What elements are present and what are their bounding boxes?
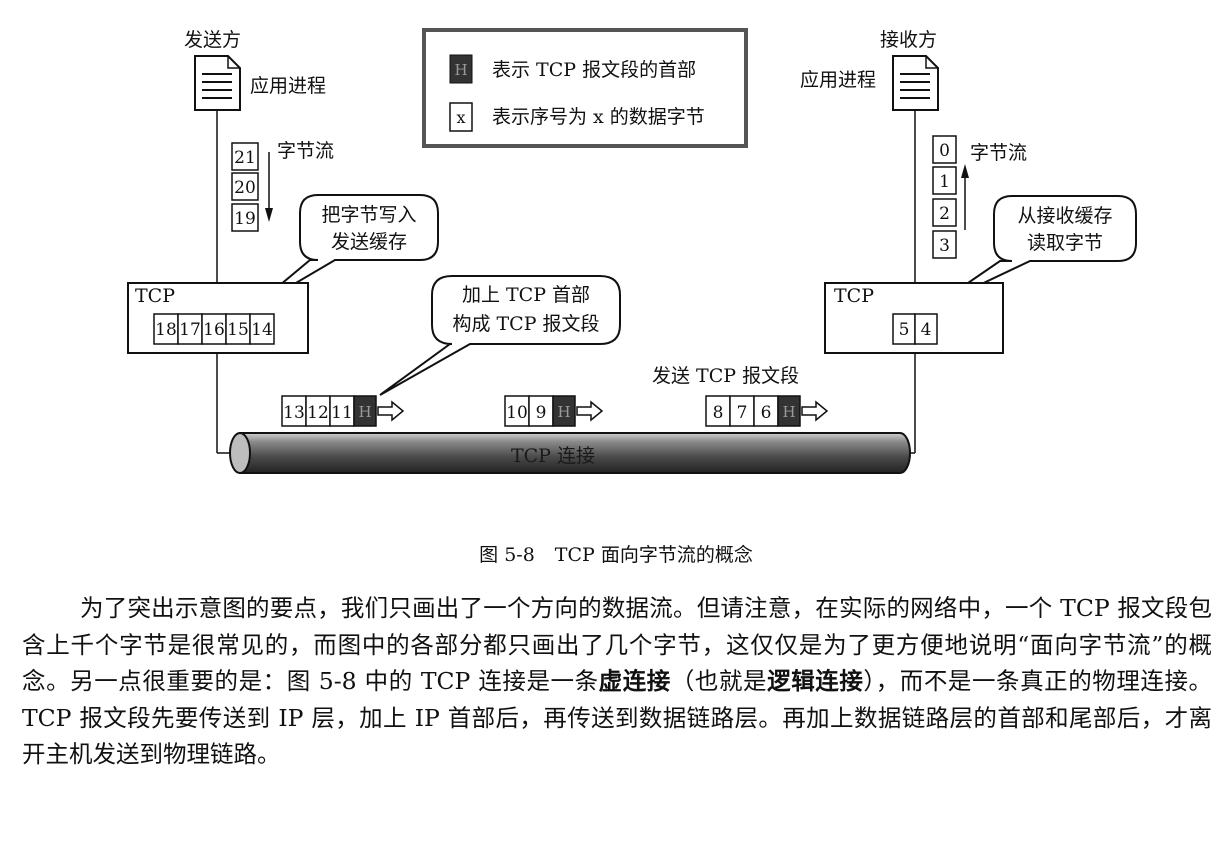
middle-bubble-line1: 加上 TCP 首部 <box>462 284 590 306</box>
receiver-buffer: 5 4 <box>892 313 938 345</box>
figure-caption: 图 5-8 TCP 面向字节流的概念 <box>0 540 1232 567</box>
legend-header-mark: H <box>454 61 467 79</box>
sender-tcp-label: TCP <box>135 285 175 307</box>
receiver-title: 接收方 <box>880 29 937 51</box>
body-paragraph: 为了突出示意图的要点，我们只画出了一个方向的数据流。但请注意，在实际的网络中，一… <box>22 590 1212 773</box>
segment-byte: 11 <box>331 403 353 423</box>
segment-byte-cell <box>329 395 355 427</box>
tcp-byte-stream-diagram: 发送方 应用进程 21 20 19 字节流 把字节写入 发送缓存 TCP 18 … <box>127 28 1137 474</box>
segment-byte: 6 <box>761 403 772 423</box>
receiver-app-label: 应用进程 <box>800 69 876 91</box>
sender-title: 发送方 <box>184 29 241 51</box>
send-segment-label: 发送 TCP 报文段 <box>652 365 799 387</box>
sender-stream-label: 字节流 <box>277 140 334 162</box>
buffer-byte: 14 <box>251 320 273 340</box>
figure-title: TCP 面向字节流的概念 <box>554 544 753 566</box>
receiver-bubble-line2: 读取字节 <box>1027 232 1103 254</box>
segment-byte-cell <box>281 395 307 427</box>
buffer-byte: 18 <box>155 320 177 340</box>
arrow-right-icon <box>576 400 604 422</box>
segment-header <box>777 395 801 427</box>
receiver-stream: 0 1 2 3 <box>932 135 969 259</box>
legend-byte-text: 表示序号为 x 的数据字节 <box>492 106 705 128</box>
paragraph-text-1: 为了突出示意图的要点，我们只画出了一个方向的数据流。但请注意，在实际的网络中，一… <box>22 594 1212 695</box>
tcp-connection-pipe <box>229 432 911 474</box>
paragraph-text-3: ），而不是一条真正的物理连接。TCP 报文段先要传送到 IP 层，加上 IP 首… <box>22 667 1213 768</box>
stream-byte: 0 <box>939 141 950 161</box>
stream-byte-cell <box>231 203 259 232</box>
stream-byte-cell <box>932 198 957 227</box>
segment-byte: 9 <box>536 403 547 423</box>
stream-byte: 2 <box>939 204 950 224</box>
segment-byte: 8 <box>713 403 724 423</box>
stream-byte-cell <box>231 142 259 171</box>
segment-byte: 12 <box>307 403 329 423</box>
middle-bubble <box>379 275 621 396</box>
stream-byte-cell <box>932 135 957 164</box>
tcp-segment: 13 12 11 H <box>281 395 405 427</box>
stream-byte: 21 <box>234 148 256 168</box>
legend-byte-mark: x <box>456 108 465 127</box>
bold-term-logical: 逻辑连接 <box>767 667 864 695</box>
paragraph-text-2: （也就是 <box>670 667 768 695</box>
segment-header <box>552 395 576 427</box>
sender-send-buffer: 18 17 16 15 14 <box>153 313 275 345</box>
tcp-segment: 8 7 6 H <box>705 395 829 427</box>
arrow-up-icon <box>961 164 969 178</box>
buffer-byte: 5 <box>899 320 910 340</box>
bold-term-virtual: 虚连接 <box>598 667 671 695</box>
buffer-byte-cell <box>201 313 227 345</box>
segment-header <box>353 395 377 427</box>
segment-byte: 13 <box>283 403 305 423</box>
legend-header-swatch <box>449 54 473 84</box>
segment-header-mark: H <box>782 403 795 421</box>
buffer-byte-cell <box>153 313 179 345</box>
legend-byte-swatch <box>449 102 473 132</box>
legend-header-text: 表示 TCP 报文段的首部 <box>492 59 696 81</box>
segment-byte: 10 <box>506 403 528 423</box>
segment-header-mark: H <box>358 403 371 421</box>
sender-bubble-line1: 把字节写入 <box>321 204 416 226</box>
arrow-right-icon <box>801 400 829 422</box>
middle-bubble-line2: 构成 TCP 报文段 <box>452 313 599 335</box>
stream-byte-cell <box>231 172 259 201</box>
buffer-byte-cell <box>914 313 938 345</box>
receiver-bubble-line1: 从接收缓存 <box>1017 205 1112 227</box>
sender-app-label: 应用进程 <box>250 75 326 97</box>
arrow-right-icon <box>377 400 405 422</box>
sender-document-icon <box>194 55 241 111</box>
segment-header-mark: H <box>557 403 570 421</box>
buffer-byte-cell <box>249 313 275 345</box>
segment-byte: 7 <box>737 403 748 423</box>
buffer-byte-cell <box>177 313 203 345</box>
legend-box <box>422 28 748 148</box>
buffer-byte: 15 <box>227 320 249 340</box>
sender-bubble-line2: 发送缓存 <box>331 231 407 253</box>
figure-number: 图 5-8 <box>479 544 535 566</box>
stream-byte-cell <box>932 166 957 195</box>
receiver-document-icon <box>892 55 939 111</box>
buffer-byte: 17 <box>179 320 201 340</box>
buffer-byte: 16 <box>203 320 225 340</box>
segment-byte-cell <box>504 395 530 427</box>
tcp-segment: 10 9 H <box>504 395 604 427</box>
receiver-stream-label: 字节流 <box>970 142 1027 164</box>
receiver-tcp-label: TCP <box>834 285 874 307</box>
segment-byte-cell <box>729 395 755 427</box>
stream-byte-cell <box>932 230 957 259</box>
pipe-label: TCP 连接 <box>511 445 595 467</box>
stream-byte: 3 <box>939 236 950 256</box>
arrow-down-icon <box>265 208 273 222</box>
sender-stream: 21 20 19 <box>231 142 273 232</box>
stream-byte: 1 <box>939 172 950 192</box>
stream-byte: 19 <box>234 209 256 229</box>
buffer-byte: 4 <box>921 320 932 340</box>
stream-byte: 20 <box>234 178 256 198</box>
